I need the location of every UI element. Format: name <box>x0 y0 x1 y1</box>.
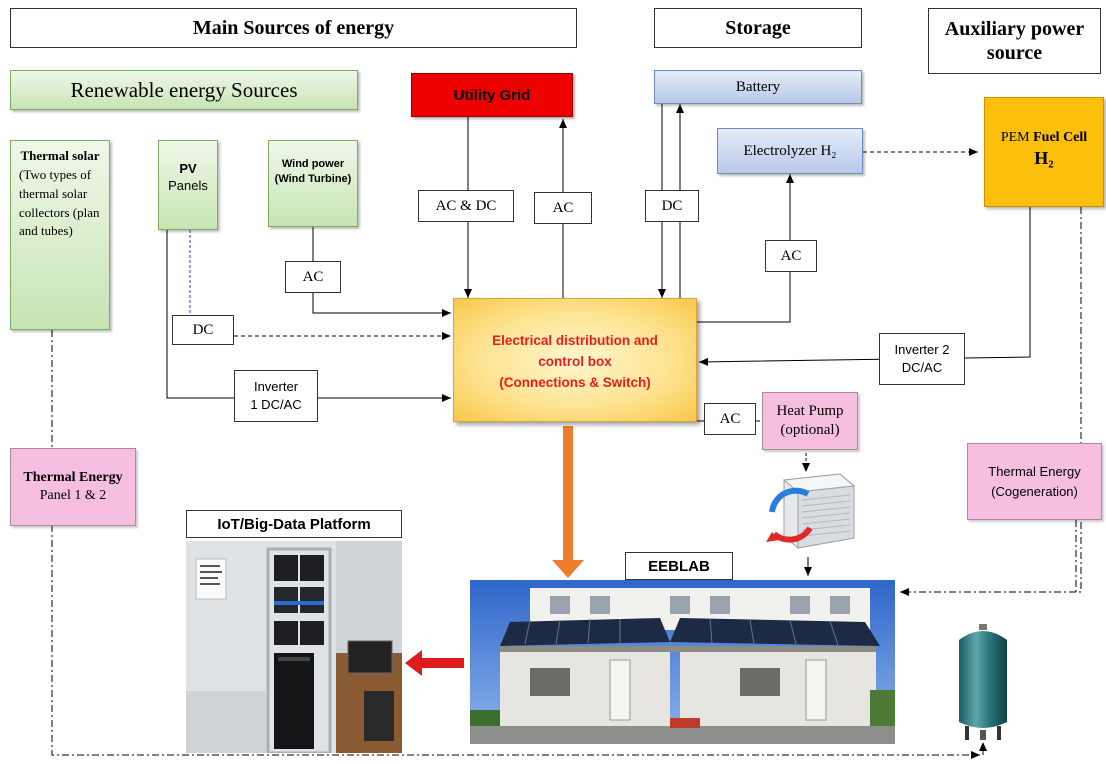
pv-panels-box: PV Panels <box>158 140 218 230</box>
wind-desc: (Wind Turbine) <box>274 172 352 185</box>
thermal-solar-box: Thermal solar (Two types of thermal sola… <box>10 140 110 330</box>
label-ac-electrolyzer: AC <box>765 240 817 272</box>
wind-power-box: Wind power (Wind Turbine) <box>268 140 358 227</box>
fuel-cell-box: PEM Fuel Cell H₂ <box>984 97 1104 207</box>
electrolyzer-box: Electrolyzer H₂ <box>717 128 863 174</box>
header-storage: Storage <box>654 8 862 48</box>
header-auxiliary: Auxiliary power source <box>928 8 1101 74</box>
eeblab-title: EEBLAB <box>625 552 733 580</box>
utility-grid-box: Utility Grid <box>411 73 573 117</box>
label-ac-heatpump: AC <box>704 403 756 435</box>
fuel-cell-bold: Fuel Cell <box>1033 130 1088 145</box>
control-box: Electrical distribution and control box … <box>453 298 697 422</box>
iot-platform-title: IoT/Big-Data Platform <box>186 510 402 538</box>
fuel-cell-h2: H₂ <box>1034 148 1054 168</box>
header-main-sources: Main Sources of energy <box>10 8 577 48</box>
thermal-energy-cogen-box: Thermal Energy (Cogeneration) <box>967 443 1102 520</box>
control-box-line2: (Connections & Switch) <box>499 374 651 390</box>
pv-title: PV <box>179 161 197 176</box>
label-inverter2: Inverter 2 DC/AC <box>879 333 965 385</box>
thermal-energy-panel-desc: Panel 1 & 2 <box>39 488 107 504</box>
label-ac-dc: AC & DC <box>418 190 514 222</box>
renewable-sources-title: Renewable energy Sources <box>10 70 358 110</box>
pv-desc: Panels <box>168 177 208 193</box>
building-photo <box>470 580 895 744</box>
label-dc-battery: DC <box>645 190 699 222</box>
label-ac-wind: AC <box>285 261 341 293</box>
label-inverter1: Inverter 1 DC/AC <box>234 370 318 422</box>
thermal-energy-panel-title: Thermal Energy <box>23 470 123 485</box>
server-rack-photo <box>186 541 402 753</box>
control-box-line1: Electrical distribution and control box <box>492 333 658 369</box>
label-dc-pv: DC <box>172 315 234 345</box>
fuel-cell-prefix: PEM <box>1000 130 1034 145</box>
wind-title: Wind power <box>281 158 345 170</box>
water-tank-icon <box>959 624 1007 740</box>
battery-box: Battery <box>654 70 862 104</box>
label-ac-grid: AC <box>534 192 592 224</box>
thermal-solar-title: Thermal solar <box>20 148 100 163</box>
heat-pump-box: Heat Pump (optional) <box>762 392 858 450</box>
thermal-energy-panel-box: Thermal Energy Panel 1 & 2 <box>10 448 136 526</box>
thermal-solar-desc: (Two types of thermal solar collectors (… <box>19 166 100 239</box>
heat-pump-icon <box>766 473 856 549</box>
